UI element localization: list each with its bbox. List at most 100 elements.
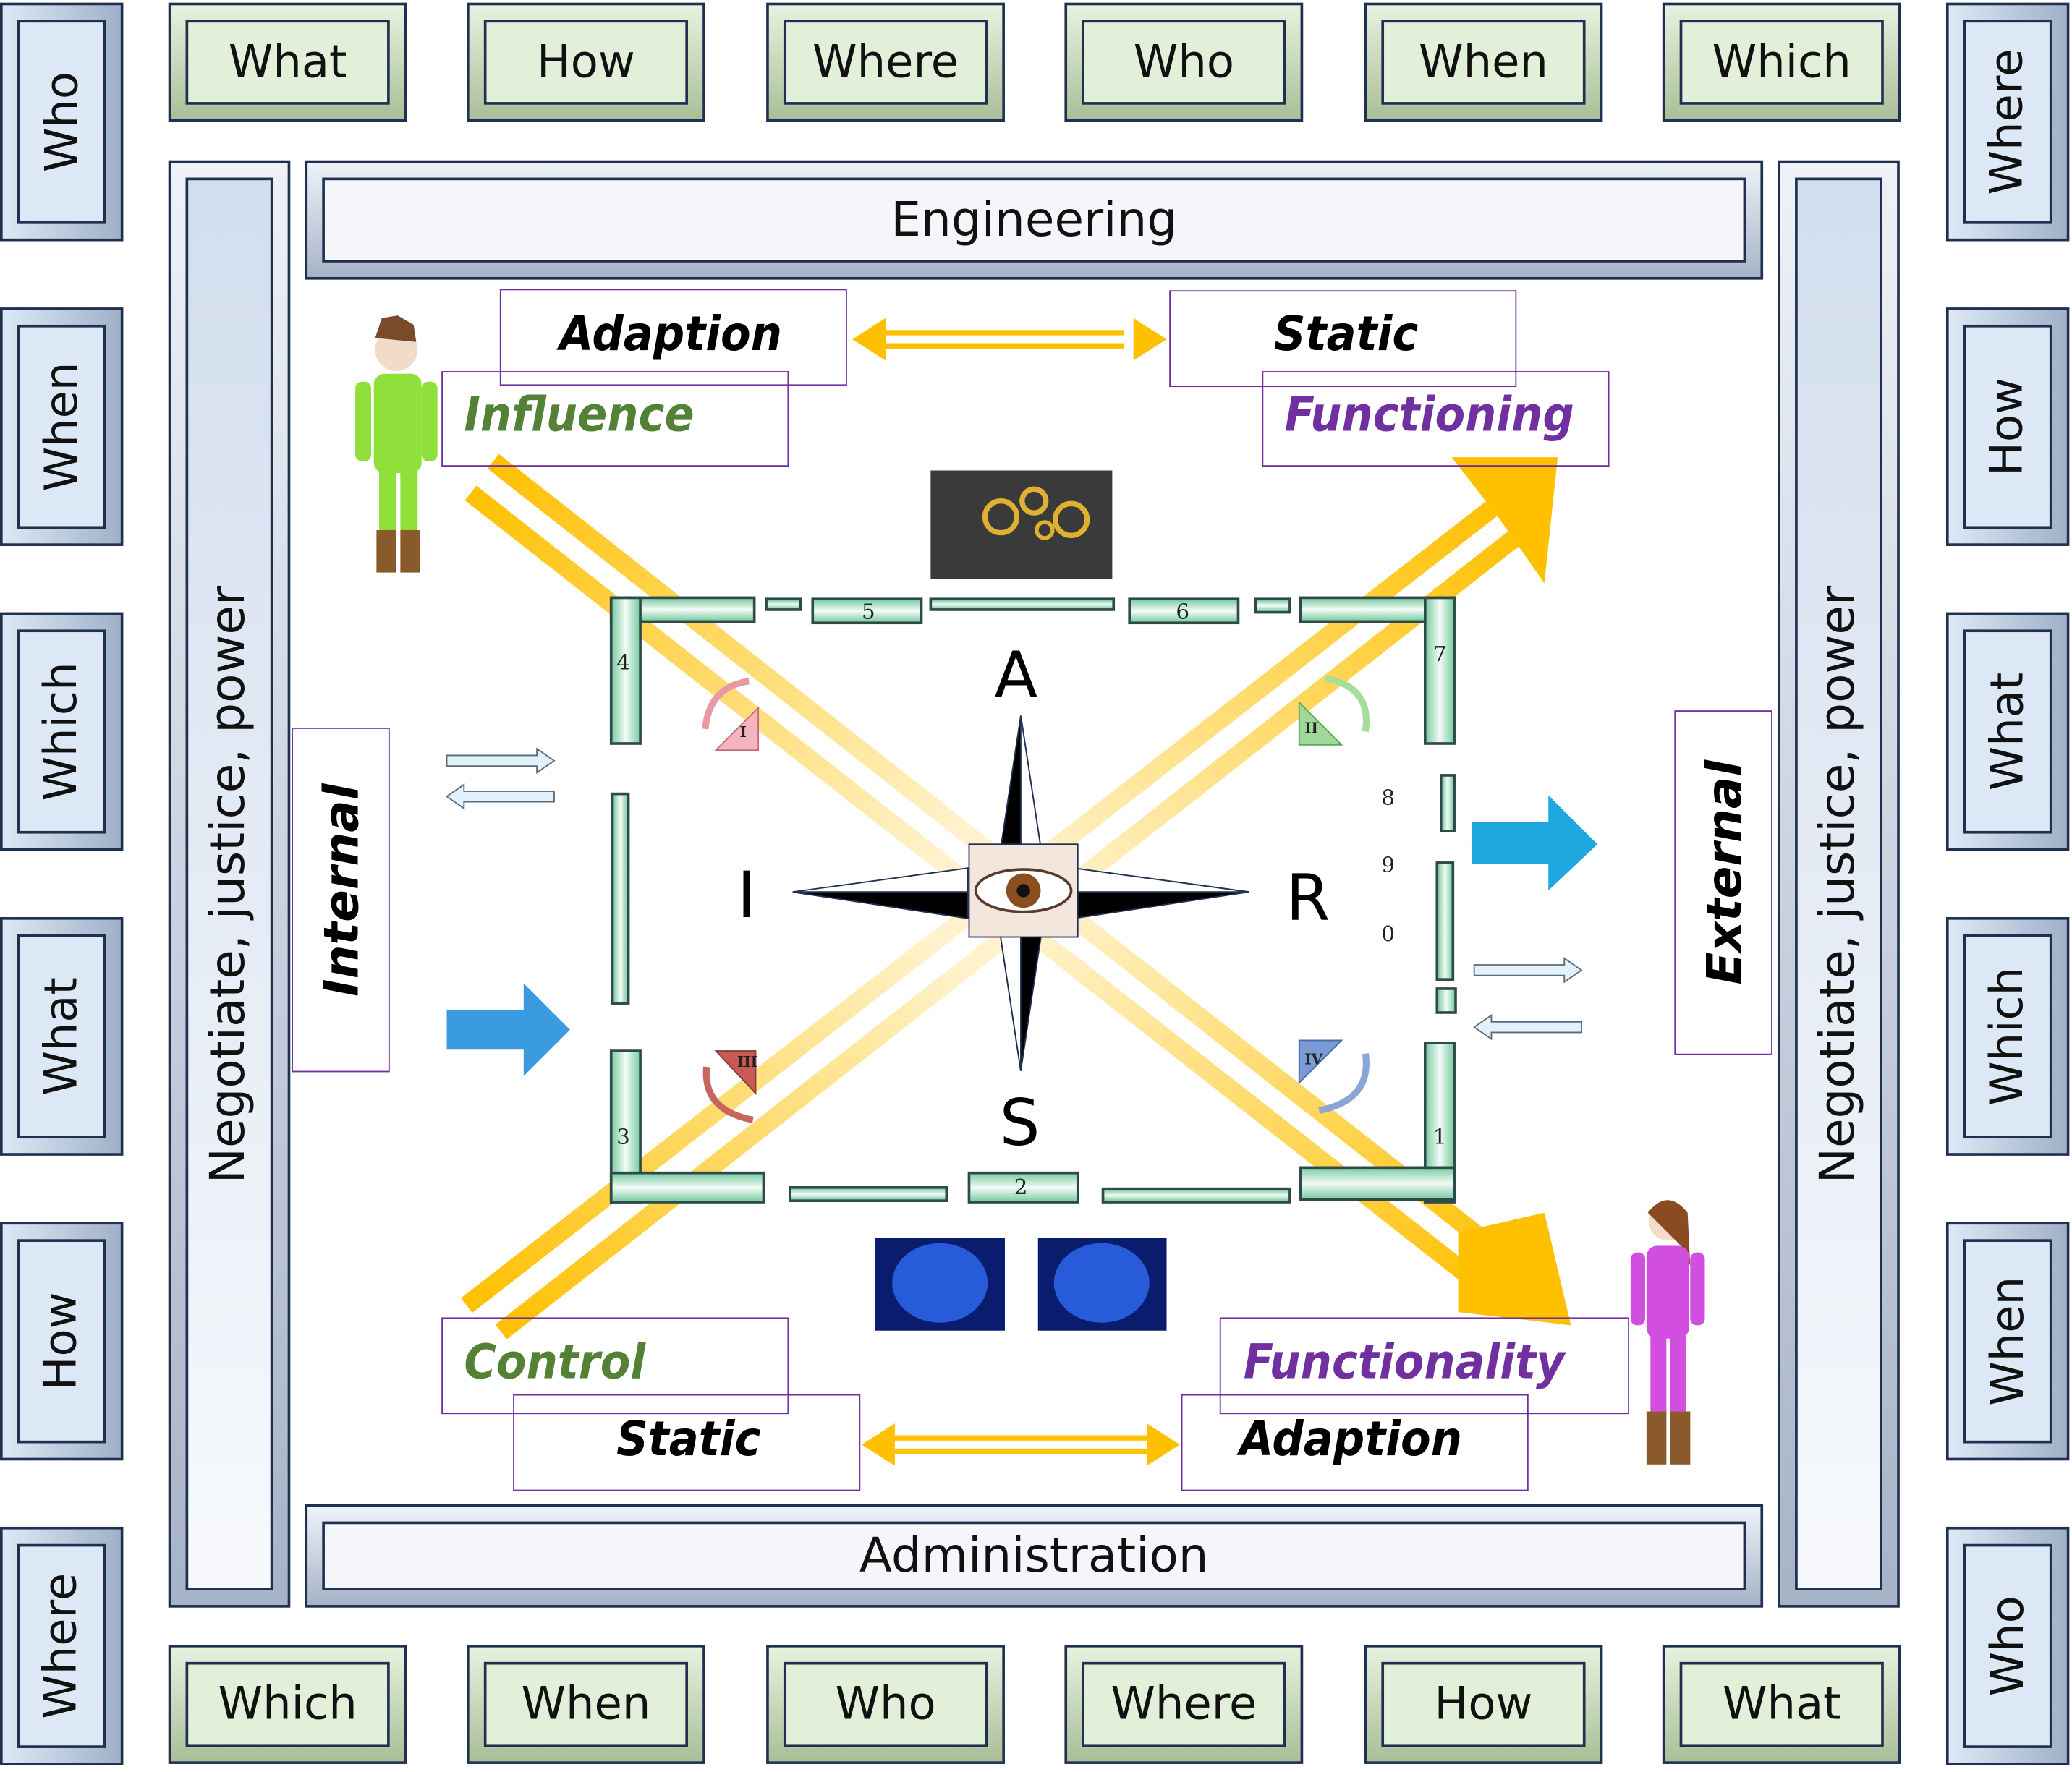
right-column-box: How [1945,307,2070,546]
external-box [1674,710,1772,1055]
bottom-row-box: Who [766,1645,1005,1764]
functionality-box [1219,1317,1630,1415]
quadrant-ii-icon [1298,675,1370,746]
top-row-box: What [168,2,407,122]
right-column-box: When [1945,1222,2070,1461]
left-negotiate-bar: Negotiate, justice, power [168,160,291,1608]
left-column-box: When [0,307,124,546]
quadrant-label-iv: IV [1304,1051,1323,1068]
administration-bar: Administration [305,1504,1764,1608]
segment-number-8: 8 [1381,784,1396,810]
blue-arrow-in [446,983,570,1076]
arrowhead-tr [1451,457,1558,584]
frame-segment [1435,987,1457,1014]
word-label: Which [218,1677,357,1731]
light-arrows-right [1473,957,1583,1041]
frame-segment-4 [609,596,642,745]
frame-segment [929,597,1116,611]
word-label: How [1434,1677,1533,1731]
male-avatar [355,315,438,573]
quadrant-iv-icon [1298,1039,1370,1115]
top-row-box: Which [1662,2,1901,122]
compass-west-label: I [736,859,756,934]
bottom-row-box: Which [168,1645,407,1764]
top-double-arrow [852,318,1167,361]
word-label: Where [812,35,959,89]
segment-number-4: 4 [616,649,630,675]
right-column-box: Which [1945,917,2070,1156]
frame-segment-9-0 [1435,861,1455,981]
functioning-label: Functioning [1284,388,1574,443]
top-row-box: Who [1064,2,1304,122]
bottom-row-box: Where [1064,1645,1304,1764]
functionality-label: Functionality [1243,1336,1565,1391]
compass-north-label: A [994,639,1038,713]
bottom-row-box: When [467,1645,705,1764]
segment-number-3: 3 [616,1123,630,1149]
word-label: What [1722,1677,1841,1731]
frame-segment [609,1171,765,1204]
frame-segment-5 [811,597,923,625]
eye-icon [968,843,1079,938]
engineering-label: Engineering [891,192,1178,247]
brain-image-left [875,1238,1005,1331]
left-column-box: Which [0,612,124,851]
static-bottom-label: Static [616,1413,761,1468]
adaption-bottom-label: Adaption [1239,1413,1462,1468]
segment-number-1: 1 [1432,1123,1447,1149]
word-label: Who [1133,35,1234,89]
frame-segment-6 [1128,597,1240,625]
frame-segment-2 [967,1171,1079,1204]
quadrant-label-iii: III [736,1053,758,1071]
segment-number-9: 9 [1381,852,1396,878]
frame-segment-7 [1423,596,1456,745]
influence-label: Influence [464,388,695,443]
top-row-box: Where [766,2,1005,122]
frame-segment [789,1185,948,1202]
right-column-box: Where [1945,2,2070,242]
word-label: Which [1712,35,1851,89]
frame-segment [765,597,802,611]
engineering-bar: Engineering [305,160,1764,280]
quadrant-label-i: I [739,723,747,741]
static-top-box [1169,290,1517,388]
left-column-box: Where [0,1526,124,1765]
internal-box [292,727,390,1073]
quadrant-iii-icon [702,1050,757,1123]
control-box [441,1317,789,1415]
right-column-box: Who [1945,1526,2070,1765]
influence-box [441,371,789,467]
word-label: When [1418,35,1548,89]
segment-number-5: 5 [862,599,875,625]
bottom-row-box: What [1662,1645,1901,1764]
word-label: Who [835,1677,936,1731]
segment-number-0: 0 [1381,921,1396,947]
internal-label: Internal [315,783,370,997]
word-label: When [521,1677,651,1731]
gears-image [930,470,1113,579]
left-column-box: What [0,917,124,1156]
adaption-bottom-box [1181,1394,1529,1491]
brain-image-right [1037,1238,1167,1331]
blue-arrow-out [1471,795,1598,891]
word-label: How [536,35,635,89]
arrowhead-br [1458,1212,1571,1326]
adaption-top-label: Adaption [559,307,782,362]
frame-segment [611,792,630,1005]
right-column-box: What [1945,612,2070,851]
adaption-top-box [499,289,847,386]
bottom-double-arrow [862,1423,1180,1466]
frame-segment-8 [1439,774,1456,832]
word-label: Where [1111,1677,1257,1731]
external-label: External [1698,759,1753,985]
static-top-label: Static [1273,307,1419,362]
female-avatar [1630,1200,1705,1465]
top-row-box: How [467,2,705,122]
segment-number-2: 2 [1014,1174,1028,1200]
functioning-box [1262,371,1610,467]
quadrant-label-ii: II [1304,719,1318,737]
compass-east-label: R [1286,861,1330,936]
compass-south-label: S [999,1086,1040,1162]
quadrant-i-icon [702,678,760,751]
